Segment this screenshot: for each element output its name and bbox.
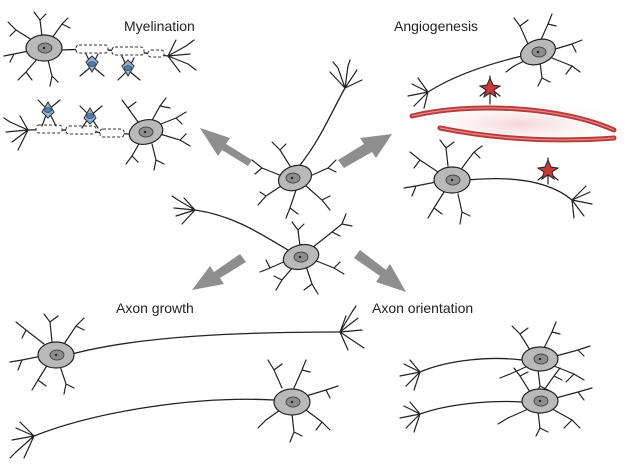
arrow-to-axon-orientation xyxy=(354,250,406,292)
pericyte xyxy=(478,75,502,105)
axon-growth-neuron-bottom xyxy=(9,359,339,459)
axon-growth-neuron-top xyxy=(9,305,365,395)
angiogenesis-label: Angiogenesis xyxy=(394,18,478,34)
myelination-neuron-bottom xyxy=(3,97,191,171)
pericyte xyxy=(536,157,560,185)
arrow-to-angiogenesis xyxy=(338,134,392,168)
arrow-to-axon-growth xyxy=(192,254,246,290)
axon-growth-label: Axon growth xyxy=(116,300,194,316)
oligodendrocyte xyxy=(79,105,103,129)
axon-orientation-neuron-bottom xyxy=(399,367,593,437)
myelination-neuron-top xyxy=(3,11,197,87)
axon-orientation-label: Axon orientation xyxy=(372,300,473,316)
angiogenesis-neuron-bottom xyxy=(403,139,593,225)
oligodendrocyte xyxy=(37,99,61,127)
center-neuron-lower xyxy=(171,195,353,295)
center-neuron-upper xyxy=(251,59,363,219)
blood-vessel xyxy=(409,105,617,143)
axon-orientation-neuron-top xyxy=(399,321,591,395)
axon-growth-panel xyxy=(9,305,365,459)
arrow-to-myelination xyxy=(200,128,252,166)
myelination-label: Myelination xyxy=(124,18,195,34)
angiogenesis-panel xyxy=(400,13,629,225)
myelination-panel xyxy=(3,11,197,171)
oligodendrocyte xyxy=(79,53,105,77)
angiogenesis-neuron-top xyxy=(407,13,583,109)
axon-orientation-panel xyxy=(399,321,593,437)
oligodendrocyte xyxy=(117,55,141,81)
